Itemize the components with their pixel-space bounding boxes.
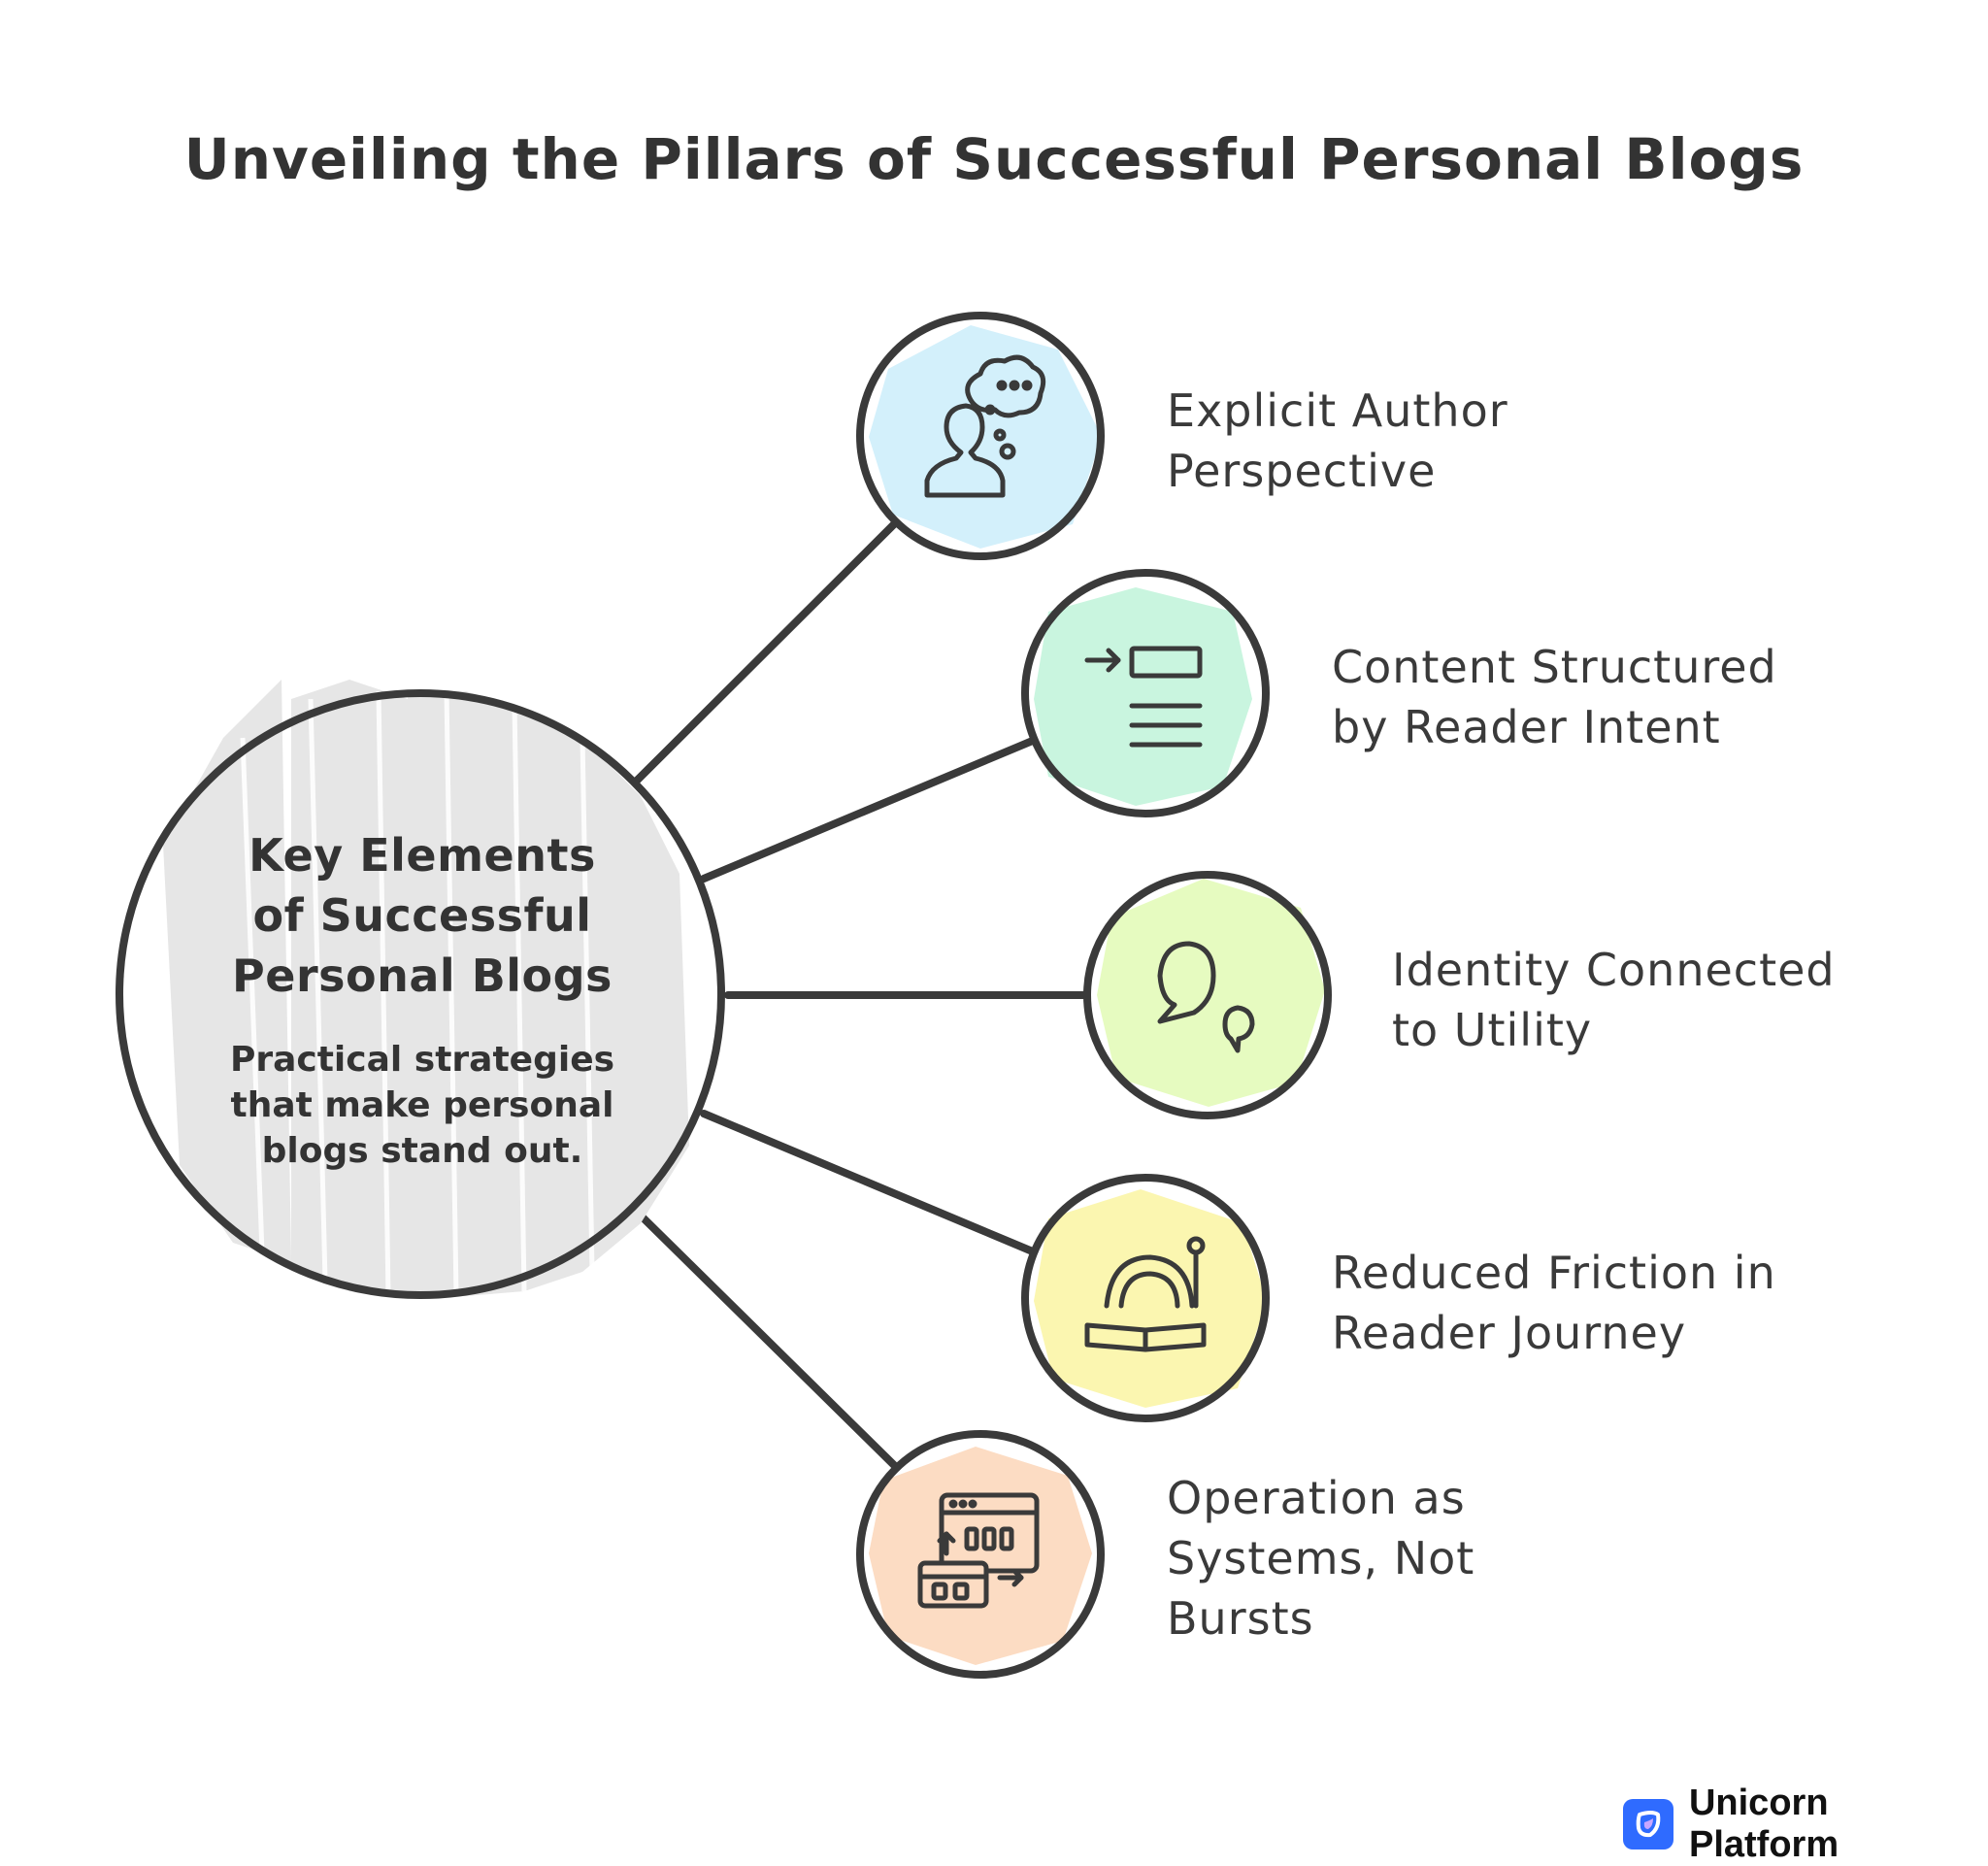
pillar-node-5 xyxy=(856,1430,1105,1679)
reader-book-icon xyxy=(1084,1236,1207,1352)
pillar-label-1: Explicit Author Perspective xyxy=(1167,384,1508,497)
connector-2 xyxy=(700,736,1039,883)
speech-bubbles-icon xyxy=(1157,941,1255,1053)
connector-5 xyxy=(632,1207,902,1473)
system-windows-icon xyxy=(917,1492,1040,1609)
connector-4 xyxy=(700,1110,1039,1256)
center-hub xyxy=(116,680,725,1299)
person-thinking-icon xyxy=(924,354,1046,498)
center-subtitle: Practical strategies that make personal … xyxy=(229,1040,615,1171)
pillar-node-4 xyxy=(1021,1174,1270,1422)
unicorn-logo-icon xyxy=(1623,1799,1673,1849)
brand-name: Unicorn Platform xyxy=(1688,1783,1839,1865)
pillar-label-5: Operation as Systems, Not Bursts xyxy=(1167,1472,1475,1645)
pillar-label-4: Reduced Friction in Reader Journey xyxy=(1332,1247,1776,1359)
connector-1 xyxy=(632,516,902,785)
brand-logo: Unicorn Platform xyxy=(1623,1783,1988,1866)
document-structure-icon xyxy=(1084,646,1203,748)
pillar-label-3: Identity Connected to Utility xyxy=(1392,944,1836,1056)
center-title: Key Elements of Successful Personal Blog… xyxy=(232,829,613,1002)
pillar-label-2: Content Structured by Reader Intent xyxy=(1332,641,1777,753)
diagram-title: Unveiling the Pillars of Successful Pers… xyxy=(183,126,1805,192)
pillar-node-2 xyxy=(1021,569,1270,817)
